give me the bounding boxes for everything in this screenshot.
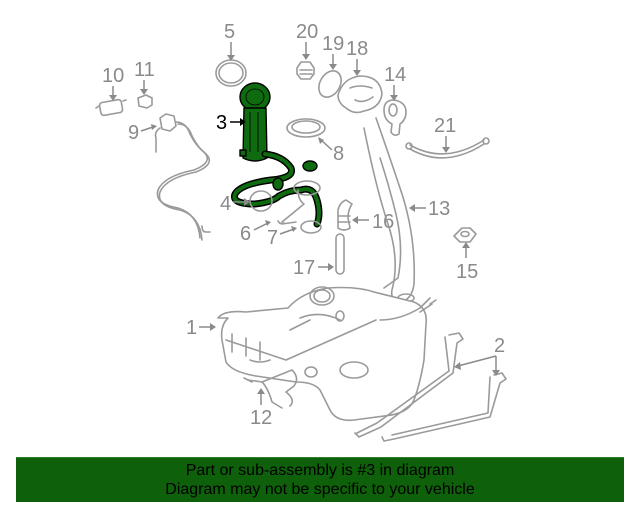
part-17-tube	[335, 233, 345, 275]
part-2-tank-straps	[354, 332, 507, 442]
callout-3: 3	[216, 112, 227, 134]
callout-19: 19	[322, 33, 344, 55]
parts-diagram: 5 20 19 18 14 21 8	[95, 21, 507, 442]
callout-11: 11	[134, 59, 155, 81]
part-4-o-ring	[249, 190, 273, 212]
callout-20: 20	[296, 21, 318, 43]
part-11-clip	[137, 94, 153, 109]
part-6-valve	[277, 180, 321, 225]
callout-7: 7	[267, 227, 278, 249]
callout-4: 4	[220, 193, 231, 215]
callout-8: 8	[333, 143, 344, 165]
part-20-cap	[296, 61, 315, 80]
part-14-clip	[383, 99, 407, 136]
callout-16: 16	[372, 211, 394, 233]
callout-18: 18	[346, 38, 368, 60]
part-9-sensor-harness	[154, 113, 211, 241]
callout-2: 2	[494, 335, 505, 357]
banner-line-disclaimer: Diagram may not be specific to your vehi…	[165, 481, 475, 498]
callout-13: 13	[428, 198, 450, 220]
part-8-seal	[286, 118, 326, 138]
callout-15: 15	[456, 261, 478, 283]
part-21-strap	[405, 137, 490, 159]
info-banner: Part or sub-assembly is #3 in diagram Di…	[16, 457, 624, 502]
part-15-clip	[453, 227, 477, 243]
part-19-o-ring	[318, 70, 342, 98]
callout-10: 10	[102, 65, 124, 87]
part-10-filter	[95, 98, 127, 117]
banner-line-part-info: Part or sub-assembly is #3 in diagram	[185, 462, 455, 479]
callout-17: 17	[293, 257, 315, 279]
part-3-fuel-pump-module[interactable]	[230, 82, 323, 228]
callout-1: 1	[186, 317, 197, 339]
callout-21: 21	[434, 115, 456, 137]
callout-6: 6	[240, 223, 251, 245]
part-1-fuel-tank	[217, 286, 437, 422]
part-5-seal-ring	[215, 59, 247, 87]
part-16-elbow	[337, 199, 353, 231]
callout-9: 9	[128, 122, 139, 144]
part-12-heat-shield	[243, 369, 298, 409]
callout-5: 5	[224, 21, 235, 43]
callout-14: 14	[384, 64, 406, 86]
callout-12: 12	[250, 407, 272, 429]
part-7-o-ring	[300, 220, 322, 234]
part-18-dome-cap	[337, 75, 383, 114]
